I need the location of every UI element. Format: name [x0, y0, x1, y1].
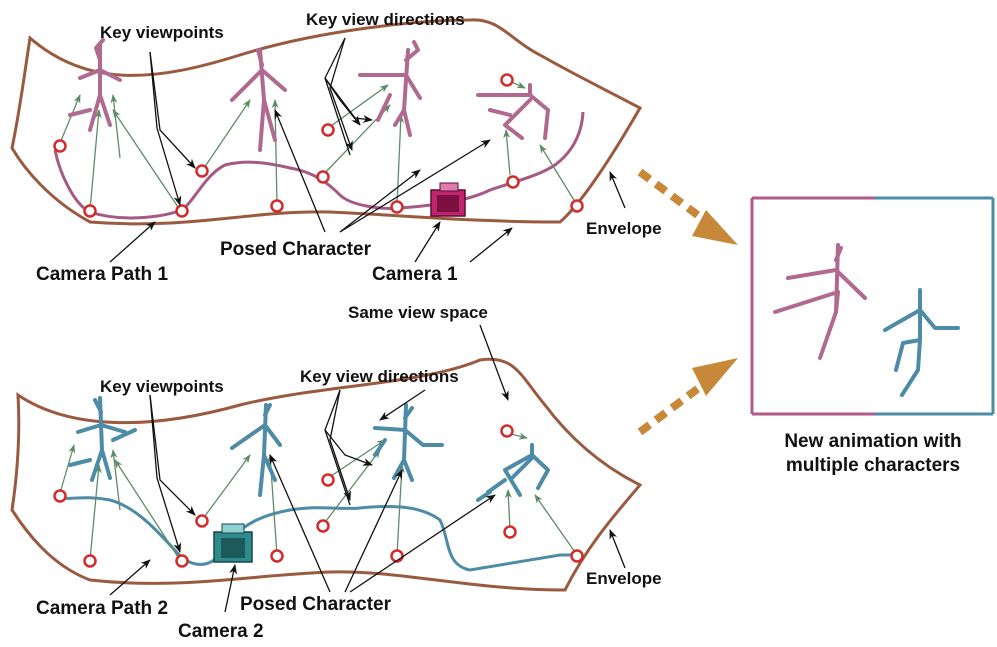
bottom-key-viewpoints-label: Key viewpoints — [100, 377, 224, 396]
top-view-arrows — [59, 79, 578, 211]
same-view-space-label: Same view space — [348, 303, 488, 322]
top-character-2 — [230, 48, 287, 152]
result-frame — [750, 196, 995, 416]
envelope-top — [10, 18, 643, 226]
top-panel — [10, 18, 643, 226]
top-character-3 — [358, 40, 422, 137]
leader-arrows — [109, 37, 626, 613]
bottom-key-view-directions-label: Key view directions — [300, 367, 459, 386]
camera-2-icon — [213, 523, 253, 563]
top-envelope-label: Envelope — [586, 219, 662, 238]
top-camera-label: Camera 1 — [372, 264, 458, 285]
bottom-panel — [10, 357, 643, 592]
bottom-view-arrows — [59, 432, 578, 561]
top-camera-path-label: Camera Path 1 — [36, 264, 168, 285]
bottom-envelope-label: Envelope — [586, 569, 662, 588]
bottom-character-1 — [68, 396, 137, 482]
result-character-blue — [883, 288, 960, 397]
bottom-character-3 — [373, 403, 444, 482]
bottom-keypoints — [53, 424, 584, 568]
envelope-bottom — [10, 357, 643, 592]
top-key-viewpoints-label: Key viewpoints — [100, 23, 224, 42]
top-character-1 — [68, 38, 122, 132]
bottom-camera-label: Camera 2 — [178, 621, 264, 642]
labels: Key viewpoints Key view directions Posed… — [36, 10, 962, 642]
bottom-character-4 — [476, 443, 550, 502]
transfer-arrow-bottom — [637, 358, 738, 436]
top-key-view-directions-label: Key view directions — [306, 10, 465, 29]
top-character-4 — [476, 83, 550, 140]
top-keypoints — [53, 73, 584, 218]
camera-path-1 — [53, 111, 585, 220]
result-caption-line1: New animation with — [784, 431, 961, 452]
top-posed-character-label: Posed Character — [220, 239, 372, 260]
result-caption-line2: multiple characters — [786, 455, 960, 476]
camera-path-2 — [59, 496, 578, 572]
camera-1-icon — [430, 182, 466, 217]
bottom-camera-path-label: Camera Path 2 — [36, 598, 168, 619]
bottom-character-2 — [230, 403, 282, 497]
result-character-pink — [773, 243, 867, 360]
bottom-posed-character-label: Posed Character — [240, 594, 392, 615]
transfer-arrow-top — [637, 168, 738, 245]
